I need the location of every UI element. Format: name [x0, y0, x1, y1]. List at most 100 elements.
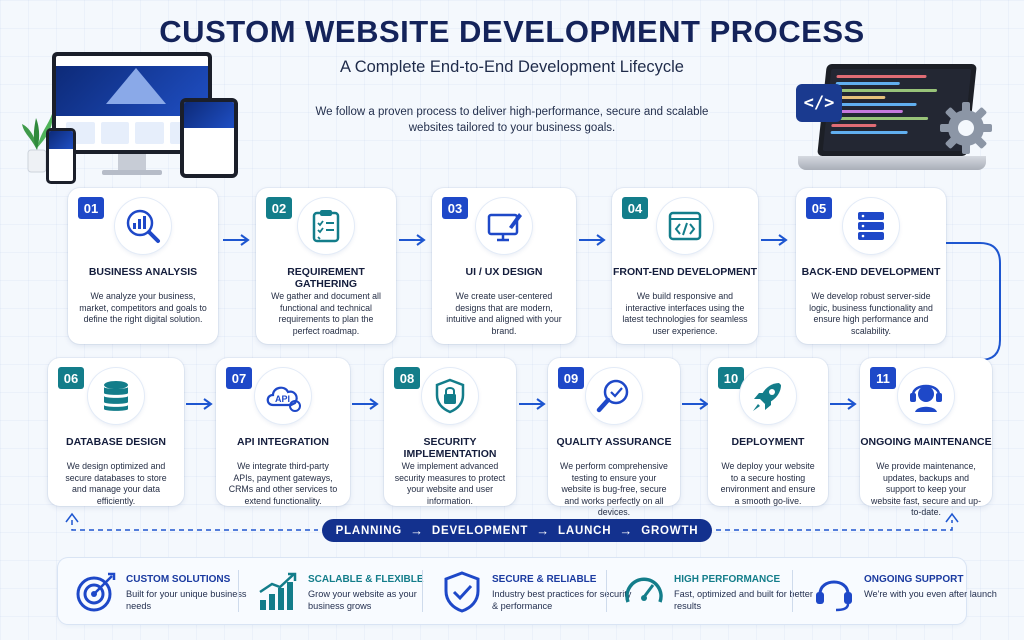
page-title: CUSTOM WEBSITE DEVELOPMENT PROCESS [159, 14, 865, 49]
headset-support-icon [910, 384, 942, 412]
feature-title: HIGH PERFORMANCE [674, 574, 781, 585]
step-title: FRONT-END DEVELOPMENT [612, 266, 758, 278]
headset-icon [816, 580, 852, 612]
step-card-10: 10 DEPLOYMENT We deploy your website to … [708, 358, 828, 506]
shield-lock-icon [435, 378, 465, 414]
page-subtitle: A Complete End-to-End Development Lifecy… [340, 58, 684, 76]
step-card-01: 01 BUSINESS ANALYSIS We analyze your bus… [68, 188, 218, 344]
step-description: We implement advanced security measures … [394, 461, 506, 506]
step-card-02: 02 REQUIREMENT GATHERING We gather and d… [256, 188, 396, 344]
step-title: REQUIREMENT GATHERING [287, 266, 365, 290]
api-cloud-icon: API [266, 386, 301, 412]
phase-separator: → [536, 523, 551, 538]
growth-chart-icon [259, 572, 297, 610]
step-title: DEPLOYMENT [731, 436, 805, 448]
speedometer-icon [625, 577, 663, 603]
step-card-05: 05 BACK-END DEVELOPMENT We develop robus… [796, 188, 946, 344]
laptop-illustration: </> [784, 60, 1004, 180]
feature-performance: HIGH PERFORMANCE Fast, optimized and bui… [622, 566, 813, 616]
step-number: 02 [266, 197, 292, 219]
step-number: 06 [58, 367, 84, 389]
step-description: We build responsive and interactive inte… [622, 291, 748, 336]
step-title: ONGOING MAINTENANCE [860, 436, 992, 448]
step-number: 11 [870, 367, 896, 389]
step-description: We deploy your website to a secure hosti… [720, 461, 816, 506]
arrow-right-icon [186, 398, 213, 410]
target-icon [76, 572, 116, 612]
devices-illustration [20, 50, 250, 190]
feature-description: Grow your website as your business grows [308, 589, 417, 611]
step-description: We gather and document all functional an… [271, 291, 381, 336]
database-icon [104, 381, 128, 411]
step-card-06: 06 DATABASE DESIGN We design optimized a… [48, 358, 184, 506]
step-description: We create user-centered designs that are… [446, 291, 562, 336]
step-number: 01 [78, 197, 104, 219]
intro-text: We follow a proven process to deliver hi… [315, 106, 709, 134]
step-number: 04 [622, 197, 648, 219]
step-title: DATABASE DESIGN [66, 436, 166, 448]
feature-title: SECURE & RELIABLE [492, 574, 597, 585]
feature-title: SCALABLE & FLEXIBLE [308, 574, 424, 585]
step-card-03: 03 UI / UX DESIGN We create user-centere… [432, 188, 576, 344]
gear-icon [940, 102, 992, 154]
step-title: BACK-END DEVELOPMENT [801, 266, 941, 278]
step-number: 07 [226, 367, 252, 389]
step-title: SECURITY IMPLEMENTATION [403, 436, 497, 460]
step-description: We provide maintenance, updates, backups… [870, 461, 982, 517]
arrow-right-icon [761, 234, 788, 246]
feature-description: Fast, optimized and built for better res… [674, 589, 813, 611]
step-description: We perform comprehensive testing to ensu… [560, 461, 668, 517]
code-window-icon [668, 211, 702, 241]
phase-planning: PLANNING [335, 524, 403, 537]
phase-launch: LAUNCH [558, 524, 612, 537]
feature-description: Built for your unique business needs [126, 589, 247, 611]
arrow-right-icon [399, 234, 426, 246]
tablet-device [180, 98, 238, 178]
step-title: QUALITY ASSURANCE [556, 436, 672, 448]
step-number: 09 [558, 367, 584, 389]
phase-bar: PLANNING → DEVELOPMENT → LAUNCH → GROWTH [322, 519, 712, 542]
monitor-pen-icon [487, 213, 522, 242]
step-title: API INTEGRATION [237, 436, 329, 448]
arrow-right-icon [223, 234, 250, 246]
phone-device [46, 128, 76, 184]
server-stack-icon [858, 212, 884, 240]
phase-growth: GROWTH [641, 524, 699, 537]
feature-description: Industry best practices for security & p… [492, 589, 632, 611]
features-band: CUSTOM SOLUTIONS Built for your unique b… [58, 558, 997, 624]
step-card-04: 04 FRONT-END DEVELOPMENT We build respon… [612, 188, 758, 344]
step-card-09: 09 QUALITY ASSURANCE We perform comprehe… [548, 358, 680, 517]
step-number: 03 [442, 197, 468, 219]
arrow-right-icon [682, 398, 709, 410]
phase-separator: → [410, 523, 424, 538]
feature-custom-solutions: CUSTOM SOLUTIONS Built for your unique b… [74, 566, 247, 616]
step-card-11: 11 ONGOING MAINTENANCE We provide mainte… [860, 358, 992, 517]
arrow-right-icon [519, 398, 546, 410]
feature-scalable: SCALABLE & FLEXIBLE Grow your website as… [256, 566, 426, 616]
step-description: We integrate third-party APIs, payment g… [228, 461, 338, 506]
code-badge-icon: </> [796, 84, 842, 122]
magnifier-check-icon [596, 379, 629, 413]
analysis-chart-icon [126, 209, 160, 243]
step-description: We develop robust server-side logic, bus… [809, 291, 933, 336]
feature-support: ONGOING SUPPORT We're with you even afte… [812, 566, 997, 616]
clipboard-checklist-icon [312, 210, 340, 243]
phase-development: DEVELOPMENT [431, 524, 529, 537]
shield-check-icon [444, 571, 480, 613]
step-card-07: 07 API API INTEGRATION We integrate thir… [216, 358, 350, 506]
step-number: 08 [394, 367, 420, 389]
step-description: We design optimized and secure databases… [65, 461, 167, 506]
feature-title: CUSTOM SOLUTIONS [126, 574, 231, 585]
step-card-08: 08 SECURITY IMPLEMENTATION We implement … [384, 358, 516, 506]
svg-text:API: API [275, 394, 290, 404]
step-title: UI / UX DESIGN [465, 266, 543, 278]
arrow-right-icon [830, 398, 857, 410]
step-number: 10 [718, 367, 744, 389]
step-description: We analyze your business, market, compet… [79, 291, 207, 324]
arrow-right-icon [579, 234, 606, 246]
step-title: BUSINESS ANALYSIS [88, 266, 198, 278]
feature-secure: SECURE & RELIABLE Industry best practice… [440, 566, 631, 616]
step-number: 05 [806, 197, 832, 219]
phase-separator: → [619, 523, 634, 538]
feature-description: We're with you even after launch [864, 589, 997, 599]
